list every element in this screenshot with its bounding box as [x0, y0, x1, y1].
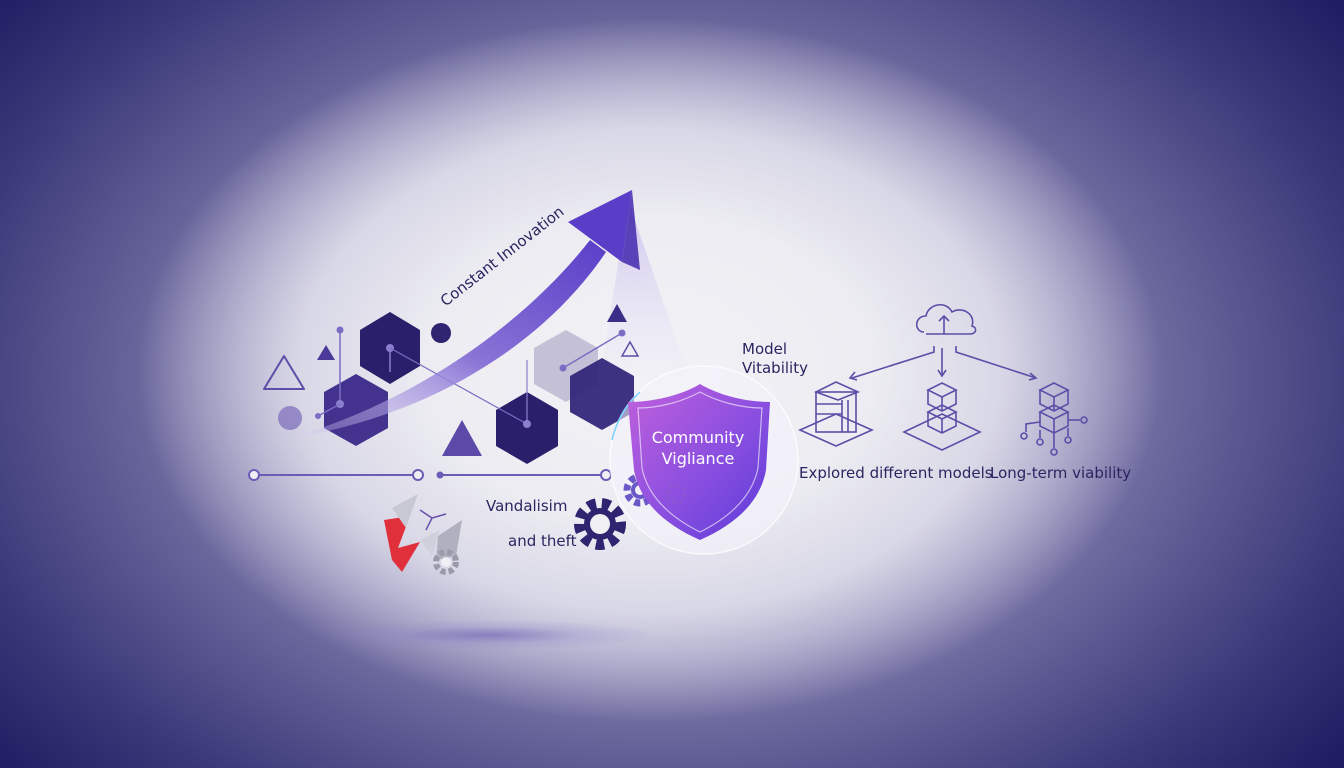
cloud-upload-icon	[915, 304, 977, 335]
hexagon-cluster	[315, 312, 634, 464]
model-viability-line1: Model	[742, 340, 788, 358]
explored-models-label: Explored different models	[799, 464, 993, 482]
broken-shards-icon	[384, 494, 462, 575]
growth-arrow	[280, 190, 640, 440]
gear-icon	[574, 498, 626, 550]
floor-shadow	[330, 620, 650, 650]
theft-label: and theft	[508, 532, 577, 550]
long-term-viability-label: Long-term viability	[990, 464, 1132, 482]
timeline-left	[248, 469, 612, 481]
model-viability-label: Model Vitability	[742, 340, 808, 378]
network-cubes-icon	[1020, 382, 1088, 456]
shield-label-line2: Vigliance	[661, 448, 735, 468]
model-viability-line2: Vitability	[742, 358, 808, 377]
shield-label-line1: Community	[651, 428, 745, 447]
building-icon	[798, 381, 874, 447]
stacked-cubes-icon	[902, 382, 982, 451]
vandalism-label: Vandalisim	[486, 497, 568, 515]
tree-connectors	[848, 346, 1038, 381]
shield-icon	[628, 384, 770, 540]
decorative-shapes-left	[263, 304, 640, 456]
shield-label: Community Vigliance	[630, 428, 766, 470]
